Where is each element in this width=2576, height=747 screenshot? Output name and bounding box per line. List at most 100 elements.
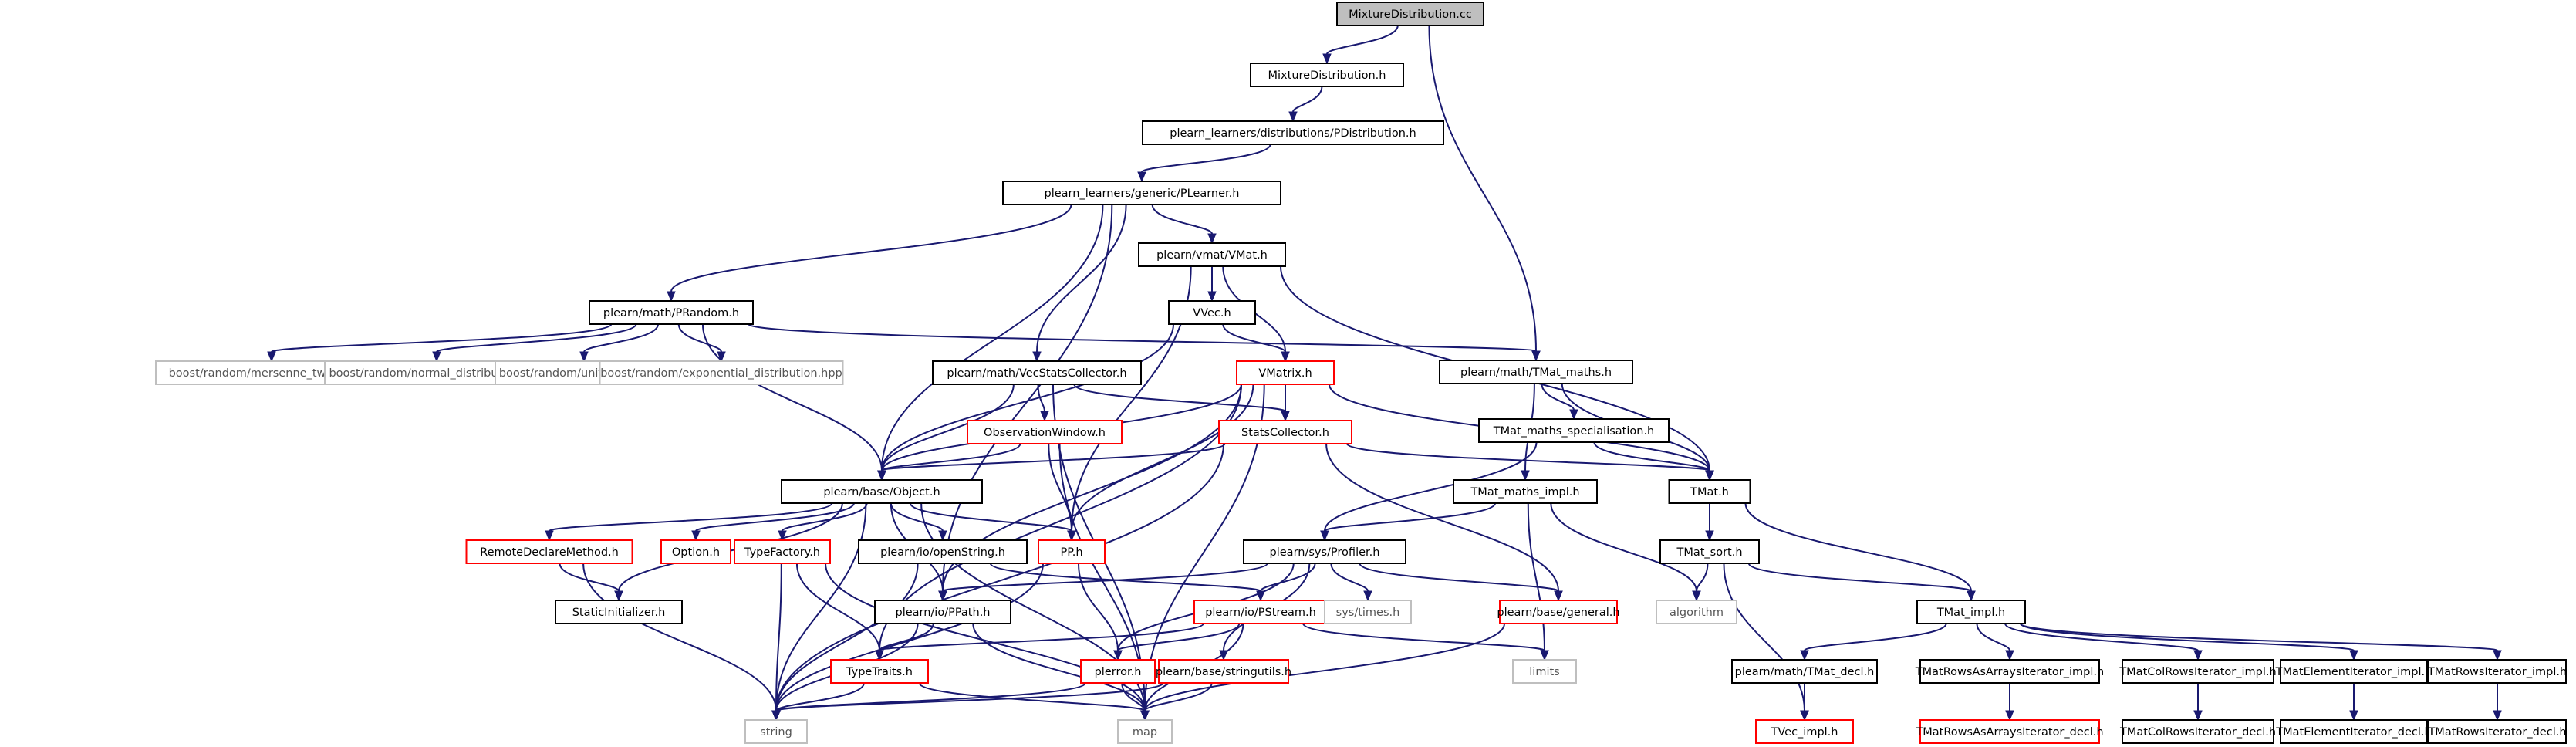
node-vmatrix-h[interactable]: VMatrix.h [1236,360,1335,385]
node-limits[interactable]: limits [1512,659,1577,684]
edge-n29-n37 [1302,623,1549,661]
edge-n25-n31 [1359,563,1563,602]
node-label: TMatElementIterator_decl.h [2275,726,2431,739]
node-label: map [1133,726,1157,739]
node-sys-times-h[interactable]: sys/times.h [1324,600,1412,624]
edge-n26-n45 [1723,563,1809,722]
node-plearn-io-openstring-h[interactable]: plearn/io/openString.h [858,539,1028,564]
node-typetraits-h[interactable]: TypeTraits.h [830,659,929,684]
node-tmatelementiterator-impl-h[interactable]: TMatElementIterator_impl.h [2275,659,2433,684]
node-tvec-impl-h[interactable]: TVec_impl.h [1755,719,1854,744]
node-box [1512,659,1577,684]
node-algorithm[interactable]: algorithm [1656,600,1737,624]
node-plearn-math-tmat-maths-h[interactable]: plearn/math/TMat_maths.h [1439,360,1633,384]
node-plearn-vmat-vmat-h[interactable]: plearn/vmat/VMat.h [1138,242,1286,267]
edge-n6-n8 [267,323,613,363]
node-label: TMat_maths_impl.h [1470,486,1579,499]
edge-n6-n9 [432,323,637,363]
node-mixturedistribution-cc[interactable]: MixtureDistribution.cc [1336,2,1484,26]
edge-n34-n43 [771,682,865,722]
node-tmat-h[interactable]: TMat.h [1668,479,1751,504]
node-plearn-base-object-h[interactable]: plearn/base/Object.h [781,479,983,504]
edge-n12-n15 [1037,384,1049,422]
node-typefactory-h[interactable]: TypeFactory.h [734,539,831,564]
node-plearn-base-stringutils-h[interactable]: plearn/base/stringutils.h [1156,659,1291,684]
node-label: TMatElementIterator_impl.h [2275,666,2433,678]
node-label: TMat_sort.h [1676,546,1742,559]
node-tmatcolrowsiterator-decl-h[interactable]: TMatColRowsIterator_decl.h [2119,719,2276,744]
edge-n36-n44 [1140,682,1213,722]
node-tmat-sort-h[interactable]: TMat_sort.h [1659,539,1760,564]
node-label: TMat.h [1690,486,1729,499]
node-label: plearn/io/openString.h [880,546,1005,559]
edge-n18-n43 [771,502,867,722]
node-box [781,479,983,504]
node-pp-h[interactable]: PP.h [1038,539,1106,564]
node-label: plearn/base/stringutils.h [1156,666,1291,678]
node-label: plearn/vmat/VMat.h [1156,249,1268,262]
node-vvec-h[interactable]: VVec.h [1168,300,1256,325]
node-label: ObservationWindow.h [984,427,1106,439]
node-box [599,360,844,385]
node-label: plearn/math/TMat_decl.h [1735,666,1875,678]
edge-n4-n6 [667,204,1072,303]
edge-n7-n13 [1222,323,1290,363]
node-tmatrowsasarraysiterator-decl-h[interactable]: TMatRowsAsArraysIterator_decl.h [1915,719,2104,744]
edge-n40-n47 [2193,682,2203,722]
node-observationwindow-h[interactable]: ObservationWindow.h [967,420,1123,444]
node-boost-random-exponential-distribution-hpp[interactable]: boost/random/exponential_distribution.hp… [599,360,844,385]
node-box [2428,659,2567,684]
edge-n33-n42 [2020,623,2502,661]
node-map[interactable]: map [1117,719,1173,744]
node-staticinitializer-h[interactable]: StaticInitializer.h [555,600,683,624]
node-tmatrowsiterator-decl-h[interactable]: TMatRowsIterator_decl.h [2427,719,2567,744]
node-box [555,600,683,624]
node-label: TVec_impl.h [1771,726,1838,739]
node-box [2122,719,2274,744]
node-label: boost/random/exponential_distribution.hp… [600,367,842,380]
node-plearn-learners-generic-plearner-h[interactable]: plearn_learners/generic/PLearner.h [1002,181,1281,205]
node-remotedeclaremethod-h[interactable]: RemoteDeclareMethod.h [465,539,633,564]
node-label: StatsCollector.h [1241,427,1329,439]
node-box [1336,2,1484,26]
node-tmatrowsiterator-impl-h[interactable]: TMatRowsIterator_impl.h [2427,659,2567,684]
edge-n25-n30 [1330,563,1372,602]
node-box [1668,479,1751,504]
node-box [1656,600,1737,624]
node-plearn-sys-profiler-h[interactable]: plearn/sys/Profiler.h [1243,539,1406,564]
node-tmat-maths-specialisation-h[interactable]: TMat_maths_specialisation.h [1478,418,1670,443]
edge-n36-n43 [771,682,1164,722]
node-plearn-io-pstream-h[interactable]: plearn/io/PStream.h [1193,600,1328,624]
node-statscollector-h[interactable]: StatsCollector.h [1218,420,1352,444]
node-string[interactable]: string [744,719,808,744]
node-label: TMatRowsIterator_impl.h [2427,666,2567,678]
node-option-h[interactable]: Option.h [660,539,731,564]
node-tmatcolrowsiterator-impl-h[interactable]: TMatColRowsIterator_impl.h [2119,659,2277,684]
node-mixturedistribution-h[interactable]: MixtureDistribution.h [1250,63,1404,87]
node-plearn-math-prandom-h[interactable]: plearn/math/PRandom.h [589,300,754,325]
node-tmatelementiterator-decl-h[interactable]: TMatElementIterator_decl.h [2275,719,2432,744]
node-label: plearn_learners/distributions/PDistribut… [1170,127,1416,140]
node-tmatrowsasarraysiterator-impl-h[interactable]: TMatRowsAsArraysIterator_impl.h [1915,659,2104,684]
node-label: string [760,726,792,739]
node-label: VVec.h [1193,307,1231,319]
node-plerror-h[interactable]: plerror.h [1080,659,1156,684]
node-plearn-math-tmat-decl-h[interactable]: plearn/math/TMat_decl.h [1731,659,1878,684]
node-box [1478,418,1670,443]
node-box [744,719,808,744]
node-box [932,360,1142,385]
node-plearn-io-ppath-h[interactable]: plearn/io/PPath.h [874,600,1011,624]
edge-n20-n27 [559,563,623,602]
edge-n4-n12 [1032,204,1127,363]
node-tmat-impl-h[interactable]: TMat_impl.h [1916,600,2026,624]
node-plearn-base-general-h[interactable]: plearn/base/general.h [1497,600,1620,624]
node-tmat-maths-impl-h[interactable]: TMat_maths_impl.h [1453,479,1598,504]
node-plearn-learners-distributions-pdistribution-h[interactable]: plearn_learners/distributions/PDistribut… [1142,120,1444,145]
node-label: boost/random/normal_distribution.hpp [329,367,544,380]
node-box [1243,539,1406,564]
node-plearn-math-vecstatscollector-h[interactable]: plearn/math/VecStatsCollector.h [932,360,1142,385]
node-box [1919,659,2100,684]
edge-n29-n34 [875,623,1204,661]
node-label: plearn/base/Object.h [823,486,940,499]
